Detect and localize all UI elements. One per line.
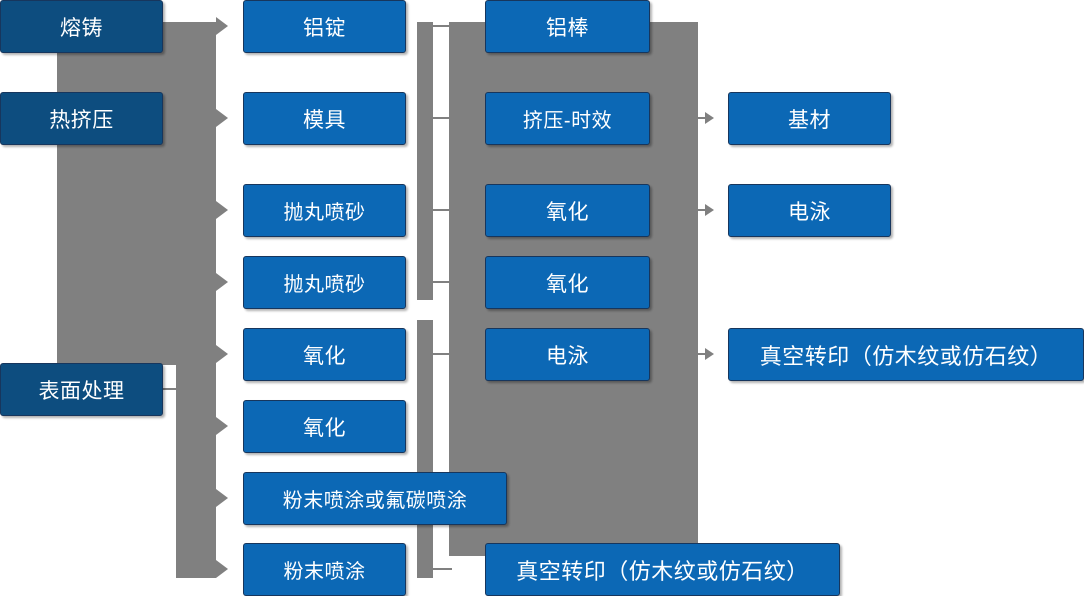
connector-stage3-to-band xyxy=(163,388,180,390)
connector-band-stage-bottom xyxy=(176,22,216,578)
arrow-down-to-stage-3 xyxy=(66,341,84,352)
step-box-shot-blasting-1[interactable]: 抛丸喷砂 xyxy=(243,184,406,237)
step-label: 抛丸喷砂 xyxy=(283,274,366,296)
detail-label: 氧化 xyxy=(546,272,589,296)
stage-label: 表面处理 xyxy=(38,379,125,403)
step-label: 氧化 xyxy=(303,416,346,440)
detail-box-extrusion-aging[interactable]: 挤压-时效 xyxy=(485,92,650,145)
tie-row-6 xyxy=(430,568,452,570)
step-box-aluminum-ingot[interactable]: 铝锭 xyxy=(243,0,406,53)
detail-box-vacuum-transfer-print[interactable]: 真空转印（仿木纹或仿石纹） xyxy=(485,543,840,596)
detail-box-oxidation-2[interactable]: 氧化 xyxy=(485,256,650,309)
step-box-mold[interactable]: 模具 xyxy=(243,92,406,145)
result-box-vacuum-transfer-print[interactable]: 真空转印（仿木纹或仿石纹） xyxy=(728,328,1084,381)
step-label: 粉末喷涂 xyxy=(283,561,366,583)
arrow-to-result-1 xyxy=(705,112,714,124)
step-box-oxidation-1[interactable]: 氧化 xyxy=(243,328,406,381)
result-label: 真空转印（仿木纹或仿石纹） xyxy=(759,343,1053,369)
arrow-to-step-8 xyxy=(216,560,228,578)
step-box-oxidation-2[interactable]: 氧化 xyxy=(243,400,406,453)
detail-label: 氧化 xyxy=(546,200,589,224)
connector-riser-steps-upper xyxy=(417,22,433,300)
detail-label: 真空转印（仿木纹或仿石纹） xyxy=(516,558,809,584)
step-label: 抛丸喷砂 xyxy=(283,202,366,224)
arrow-down-to-stage-2 xyxy=(66,70,84,81)
connector-riser-steps-lower xyxy=(417,320,433,578)
arrow-to-result-2 xyxy=(705,204,714,216)
arrow-to-step-7 xyxy=(216,489,228,507)
arrow-to-step-5 xyxy=(216,345,228,363)
stage-label: 热挤压 xyxy=(49,108,114,132)
stage-box-hot-extrusion[interactable]: 热挤压 xyxy=(0,92,163,145)
stage-box-melt-cast[interactable]: 熔铸 xyxy=(0,0,163,53)
tie-row-4 xyxy=(430,281,452,283)
result-label: 基材 xyxy=(788,108,831,132)
step-box-powder-coating[interactable]: 粉末喷涂 xyxy=(243,543,406,596)
detail-box-electrophoresis[interactable]: 电泳 xyxy=(485,328,650,381)
tie-row-3 xyxy=(430,209,452,211)
arrow-to-result-3 xyxy=(705,348,714,360)
arrow-stem-result-1 xyxy=(698,117,707,119)
step-label: 粉末喷涂或氟碳喷涂 xyxy=(282,490,468,512)
result-box-electrophoresis[interactable]: 电泳 xyxy=(728,184,891,237)
arrow-stem-result-2 xyxy=(698,209,707,211)
step-box-shot-blasting-2[interactable]: 抛丸喷砂 xyxy=(243,256,406,309)
tie-row-5 xyxy=(430,353,452,355)
detail-label: 铝棒 xyxy=(546,16,589,40)
arrow-to-step-3 xyxy=(216,201,228,219)
step-label: 氧化 xyxy=(303,344,346,368)
arrow-to-step-4 xyxy=(216,273,228,291)
arrow-to-step-6 xyxy=(216,417,228,435)
arrow-to-step-2 xyxy=(216,109,228,127)
result-box-base-material[interactable]: 基材 xyxy=(728,92,891,145)
arrow-stem-result-3 xyxy=(698,353,707,355)
arrow-to-step-1 xyxy=(216,17,228,35)
step-label: 模具 xyxy=(303,108,346,132)
stage-label: 熔铸 xyxy=(60,16,103,40)
step-box-powder-or-fluorocarbon-coating[interactable]: 粉末喷涂或氟碳喷涂 xyxy=(243,472,507,525)
step-label: 铝锭 xyxy=(303,16,346,40)
stage-box-surface-treatment[interactable]: 表面处理 xyxy=(0,363,163,416)
detail-label: 电泳 xyxy=(546,344,589,368)
detail-box-oxidation-1[interactable]: 氧化 xyxy=(485,184,650,237)
detail-label: 挤压-时效 xyxy=(522,110,613,132)
detail-box-aluminum-bar[interactable]: 铝棒 xyxy=(485,0,650,53)
tie-row-1 xyxy=(430,25,452,27)
result-label: 电泳 xyxy=(788,200,831,224)
tie-row-2 xyxy=(430,117,452,119)
